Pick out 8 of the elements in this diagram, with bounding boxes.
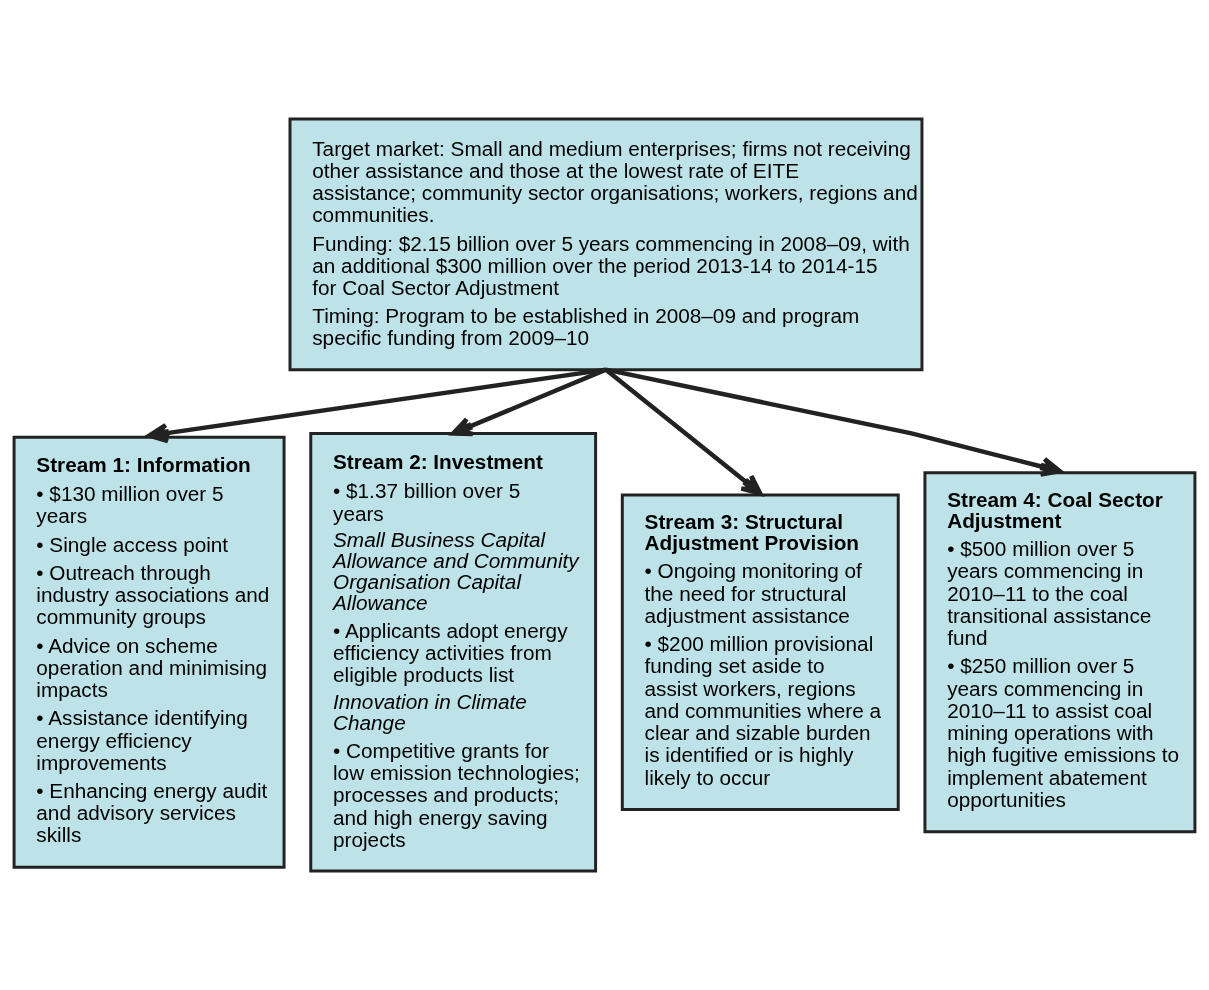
node-box: Stream 4: Coal Sector Adjustment • $500 million over 5 years commencing in 2010–11 to the coal transitional assistance fund • $250 million over 5 years commencing in 2010–11 to assist coal mining operations with high fugitive emissions to implement abatement opportunities (923, 471, 1197, 834)
node-box: Target market: Small and medium enterprises; firms not receiving other assistance and those at the lowest rate of EITE assistance; community sector organisations; workers, regions and communities. Funding: $2.15 billion over 5 years commencing in 2008–09, with an additional $300 million over the period 2013-14 to 2014-15 for Coal Sector Adjustment Timing: Program to be established in 2008–09 and program specific funding from 2009–10 (288, 117, 924, 372)
node-box: Stream 2: Investment • $1.37 billion over 5 years Small Business Capital Allowance and Community Organisation Capital Allowance • Applicants adopt energy efficiency activities from eligible products list Innovation in Climate Change • Competitive grants for low emission technologies; processes and products; and high energy saving projects (309, 431, 598, 873)
arrow (605, 367, 1063, 477)
arrow (146, 367, 607, 444)
arrow (450, 367, 607, 437)
node-box: Stream 3: Structural Adjustment Provision • Ongoing monitoring of the need for structural adjustment assistance • $200 million provisional funding set aside to assist workers, regions and communities where a clear and sizable burden is identified or is highly likely to occur (620, 493, 900, 811)
node-box: Stream 1: Information • $130 million over 5 years • Single access point • Outreach through industry associations and community groups • Advice on scheme operation and minimising impacts • Assistance identifying energy efficiency improvements • Enhancing energy audit and advisory services skills (12, 435, 286, 869)
